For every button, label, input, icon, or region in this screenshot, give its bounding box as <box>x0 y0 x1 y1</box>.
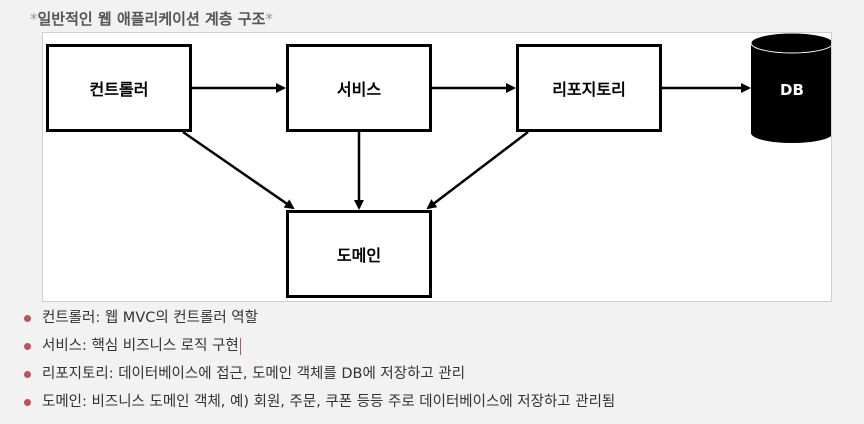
description-list: 컨트롤러: 웹 MVC의 컨트롤러 역할 서비스: 핵심 비즈니스 로직 구현 … <box>20 304 615 416</box>
list-item-text: 도메인: 비즈니스 도메인 객체, 예) 회원, 주문, 쿠폰 등등 주로 데이… <box>42 394 616 410</box>
text-cursor <box>239 337 242 355</box>
db-label: DB <box>780 81 804 99</box>
list-item: 도메인: 비즈니스 도메인 객체, 예) 회원, 주문, 쿠폰 등등 주로 데이… <box>20 388 615 416</box>
diagram-connectors: DB <box>182 33 831 210</box>
service-label: 서비스 <box>336 80 382 99</box>
repository-box: 리포지토리 <box>516 44 662 132</box>
controller-box: 컨트롤러 <box>46 44 192 132</box>
repository-label: 리포지토리 <box>552 80 626 99</box>
title-star-prefix: * <box>30 10 38 28</box>
list-item: 컨트롤러: 웹 MVC의 컨트롤러 역할 <box>20 304 615 332</box>
bullet-icon <box>24 315 31 322</box>
slide-title: *일반적인 웹 애플리케이션 계층 구조* <box>30 8 273 29</box>
bullet-icon <box>24 371 31 378</box>
arrow-controller-to-domain <box>182 130 295 210</box>
title-star-suffix: * <box>265 10 273 28</box>
diagram-canvas: DB 컨트롤러 서비스 리포지토리 도메인 <box>42 32 832 302</box>
bullet-icon <box>24 399 31 406</box>
list-item: 리포지토리: 데이터베이스에 접근, 도메인 객체를 DB에 저장하고 관리 <box>20 360 615 388</box>
list-item: 서비스: 핵심 비즈니스 로직 구현 <box>20 332 615 360</box>
arrow-repository-to-domain <box>426 131 529 210</box>
service-box: 서비스 <box>286 44 432 132</box>
title-text: 일반적인 웹 애플리케이션 계층 구조 <box>37 10 266 28</box>
controller-label: 컨트롤러 <box>89 80 149 99</box>
domain-label: 도메인 <box>336 246 382 265</box>
domain-box: 도메인 <box>286 210 432 298</box>
bullet-icon <box>24 343 31 350</box>
list-item-text: 컨트롤러: 웹 MVC의 컨트롤러 역할 <box>42 310 258 326</box>
db-cylinder: DB <box>750 33 831 143</box>
list-item-text: 리포지토리: 데이터베이스에 접근, 도메인 객체를 DB에 저장하고 관리 <box>42 366 466 382</box>
list-item-text: 서비스: 핵심 비즈니스 로직 구현 <box>42 338 239 354</box>
